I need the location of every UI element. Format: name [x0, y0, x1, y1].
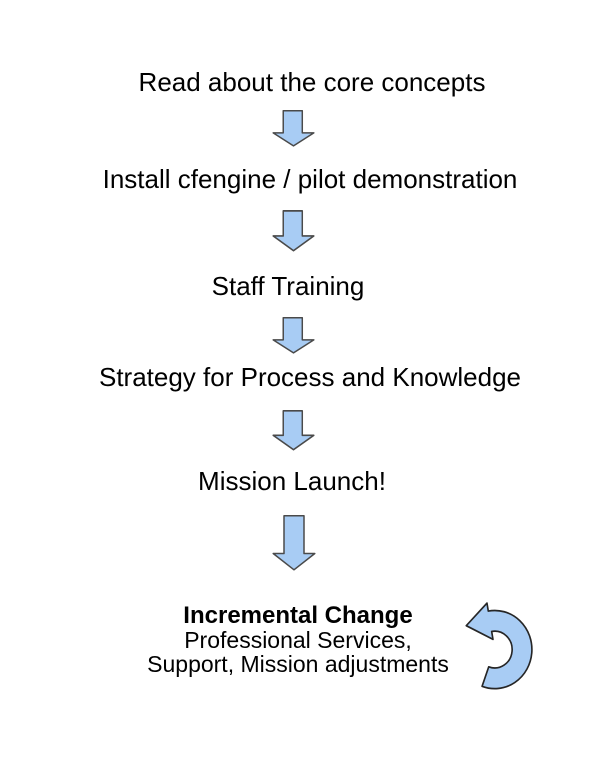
circular-loop-arrow-shape [465, 602, 533, 690]
step-label-staff-training: Staff Training [211, 271, 365, 301]
final-stage-line-support: Support, Mission adjustments [147, 651, 449, 677]
down-arrow-tall-icon [272, 515, 316, 571]
final-stage-title: Incremental Change [183, 602, 413, 629]
down-arrow-icon [272, 110, 315, 147]
step-label-install-cfengine: Install cfengine / pilot demonstration [102, 164, 518, 194]
down-arrow-shape [272, 110, 315, 147]
circular-loop-arrow-icon [465, 602, 533, 690]
down-arrow-shape [272, 210, 315, 252]
down-arrow-shape [272, 317, 315, 354]
down-arrow-icon [272, 410, 315, 451]
final-stage-block: Incremental Change Professional Services… [0, 603, 598, 676]
down-arrow-icon [272, 210, 315, 252]
step-label-read-core-concepts: Read about the core concepts [138, 67, 486, 97]
final-stage-line-services: Professional Services, [184, 627, 412, 653]
step-label-mission-launch: Mission Launch! [198, 466, 386, 496]
down-arrow-shape [272, 515, 316, 571]
down-arrow-icon [272, 317, 315, 354]
step-label-strategy-process-knowledge: Strategy for Process and Knowledge [98, 362, 522, 392]
down-arrow-shape [272, 410, 315, 451]
